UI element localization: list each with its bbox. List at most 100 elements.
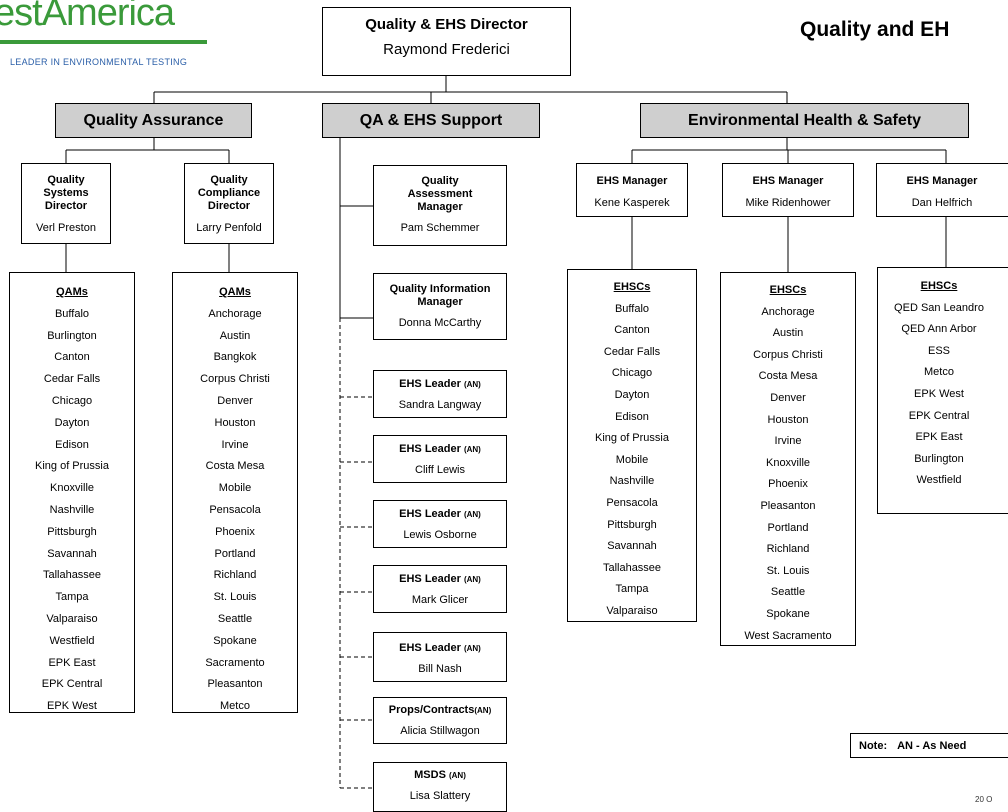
list-item: Houston — [767, 413, 809, 426]
list-item: Richland — [766, 543, 810, 556]
list-item: St. Louis — [766, 564, 810, 577]
list-item: Spokane — [766, 607, 810, 620]
list-item: Metco — [220, 700, 250, 713]
list-item: QED San Leandro — [894, 301, 984, 314]
qa-manager-name: Larry Penfold — [196, 222, 262, 234]
ehs-manager-title: EHS Manager — [752, 175, 824, 187]
qa-manager-box: Quality Compliance Director Larry Penfol… — [184, 163, 274, 244]
list-item: EPK East — [48, 656, 96, 669]
list-item: Portland — [214, 547, 256, 560]
list-item: Burlington — [47, 329, 97, 342]
support-box: Quality Information Manager Donna McCart… — [373, 273, 507, 340]
qam-list-header: QAMs — [219, 286, 251, 298]
list-item: Spokane — [213, 634, 257, 647]
list-item: Canton — [54, 351, 90, 364]
list-item: Irvine — [221, 438, 249, 451]
list-item: Mobile — [218, 482, 252, 495]
ehs-manager-box: EHS Manager Mike Ridenhower — [722, 163, 854, 217]
list-item: QED Ann Arbor — [901, 323, 977, 336]
support-box-name: Pam Schemmer — [400, 222, 480, 234]
leader-name: Bill Nash — [418, 663, 462, 675]
list-item: Denver — [770, 391, 806, 404]
leader-title: EHS Leader — [399, 508, 461, 520]
list-item: Anchorage — [761, 305, 815, 318]
list-item: Dayton — [54, 416, 90, 429]
support-box-title: Quality Assessment Manager — [407, 175, 473, 213]
director-title: Quality & EHS Director — [365, 16, 528, 33]
list-item: Edison — [615, 410, 649, 423]
list-item: West Sacramento — [744, 629, 832, 642]
list-item: Buffalo — [54, 307, 90, 320]
list-item: Bangkok — [213, 351, 257, 364]
support-leader-box: EHS Leader (AN) Mark Glicer — [373, 565, 507, 613]
legend-note: Note: AN - As Need — [850, 733, 1008, 758]
list-item: Buffalo — [614, 302, 650, 315]
support-leader-box: EHS Leader (AN) Lewis Osborne — [373, 500, 507, 548]
list-item: Corpus Christi — [200, 373, 270, 386]
ehs-manager-name: Dan Helfrich — [911, 197, 973, 209]
note-label: Note: — [859, 739, 888, 752]
list-item: Edison — [55, 438, 89, 451]
support-leader-box: EHS Leader (AN) Sandra Langway — [373, 370, 507, 418]
list-item: Portland — [767, 521, 809, 534]
leader-name: Lewis Osborne — [403, 529, 477, 541]
as-needed-tag: (AN) — [463, 445, 481, 454]
list-item: Canton — [614, 324, 650, 337]
list-item: Chicago — [611, 367, 653, 380]
list-item: ESS — [927, 344, 950, 357]
director-box: Quality & EHS Director Raymond Frederici — [322, 7, 571, 76]
qa-manager-box: Quality Systems Director Verl Preston — [21, 163, 111, 244]
list-item: Dayton — [614, 388, 650, 401]
ehsc-list: EHSCs Anchorage Austin Corpus Christi Co… — [720, 272, 856, 646]
list-item: Richland — [213, 569, 257, 582]
dept-environmental-health-safety: Environmental Health & Safety — [640, 103, 969, 138]
support-leader-box: EHS Leader (AN) Bill Nash — [373, 632, 507, 682]
leader-name: Mark Glicer — [411, 594, 469, 606]
list-item: Costa Mesa — [758, 370, 818, 383]
list-item: Westfield — [916, 474, 962, 487]
ehsc-list-header: EHSCs — [920, 280, 958, 292]
list-item: Pensacola — [606, 496, 658, 509]
list-item: King of Prussia — [35, 460, 109, 473]
leader-title: EHS Leader — [399, 642, 461, 654]
list-item: Corpus Christi — [753, 348, 823, 361]
leader-name: Sandra Langway — [398, 399, 482, 411]
list-item: Pittsburgh — [607, 518, 657, 531]
list-item: Tallahassee — [602, 561, 662, 574]
logo-underline — [0, 40, 207, 44]
list-item: Valparaiso — [606, 604, 658, 617]
list-item: King of Prussia — [595, 432, 669, 445]
leader-name: Cliff Lewis — [415, 464, 465, 476]
list-item: Pleasanton — [760, 499, 816, 512]
support-leader-box: EHS Leader (AN) Cliff Lewis — [373, 435, 507, 483]
support-box-title: Quality Information Manager — [389, 283, 491, 308]
as-needed-tag: (AN) — [463, 644, 481, 653]
list-item: Tampa — [615, 583, 649, 596]
as-needed-tag: (AN) — [474, 706, 492, 715]
list-item: EPK West — [47, 700, 97, 713]
ehs-manager-title: EHS Manager — [906, 175, 978, 187]
logo-tagline: LEADER IN ENVIRONMENTAL TESTING — [10, 57, 188, 67]
list-item: Austin — [219, 329, 251, 342]
list-item: Nashville — [49, 503, 95, 516]
list-item: Tallahassee — [42, 569, 102, 582]
ehs-manager-box: EHS Manager Dan Helfrich — [876, 163, 1008, 217]
support-box: Quality Assessment Manager Pam Schemmer — [373, 165, 507, 246]
leader-title: MSDS — [414, 769, 446, 781]
director-name: Raymond Frederici — [383, 41, 510, 58]
list-item: EPK East — [915, 431, 963, 444]
list-item: St. Louis — [213, 591, 257, 604]
list-item: Cedar Falls — [603, 345, 661, 358]
list-item: Valparaiso — [46, 612, 98, 625]
list-item: Austin — [772, 327, 804, 340]
qam-list: QAMs Anchorage Austin Bangkok Corpus Chr… — [172, 272, 298, 713]
list-item: Savannah — [47, 547, 97, 560]
list-item: Chicago — [51, 394, 93, 407]
list-item: Phoenix — [215, 525, 255, 538]
logo-wordmark: estAmerica — [0, 0, 175, 34]
list-item: Nashville — [609, 475, 655, 488]
list-item: Savannah — [607, 540, 657, 553]
support-leader-box: MSDS (AN) Lisa Slattery — [373, 762, 507, 812]
leader-title: Props/Contracts — [388, 704, 475, 716]
